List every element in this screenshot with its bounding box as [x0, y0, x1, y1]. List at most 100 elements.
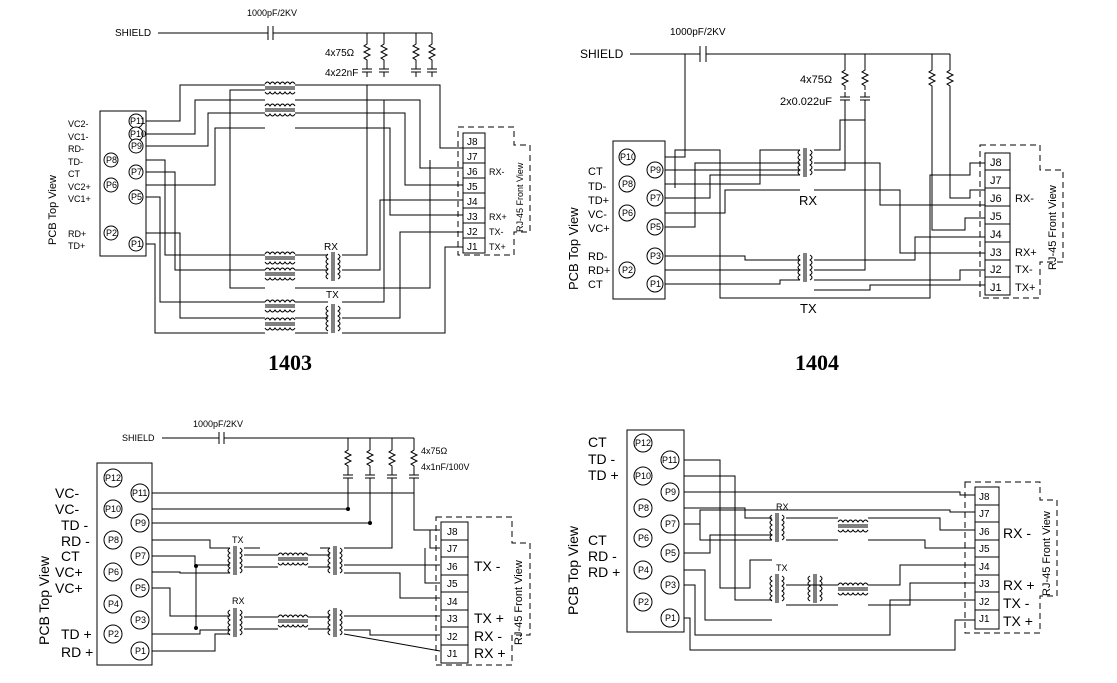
jack-label: J3 [979, 579, 990, 590]
label-ct: CT [61, 548, 80, 564]
pin-label: P3 [135, 615, 146, 625]
pin-label: P7 [131, 167, 142, 177]
jack-signal-label: TX + [474, 610, 504, 626]
pin [103, 152, 119, 168]
pin-label: P6 [108, 567, 119, 577]
jack-signal-label: TX- [489, 227, 504, 237]
pin-label: P7 [665, 519, 676, 529]
label-td-plus: TD + [61, 626, 92, 642]
jack-label: J2 [467, 227, 478, 238]
jack-label: J7 [990, 175, 1002, 187]
pin-label: P2 [106, 228, 117, 238]
jack-signal-label: RX - [474, 628, 502, 644]
jack-signal-label: RX- [489, 167, 505, 177]
label-rd-minus: RD- [588, 251, 608, 263]
pin-label: P8 [106, 155, 117, 165]
part-number-1404: 1404 [795, 350, 839, 375]
capacitor-array-label: 4x1nF/100V [421, 462, 470, 472]
left-signal-labels: CT TD - TD + CT RD - RD + [588, 434, 620, 580]
jack-signal-label: TX+ [489, 242, 506, 252]
pin [128, 189, 144, 205]
label-ct: CT [68, 169, 80, 179]
diagram-bottom-left: 1000pF/2KV SHIELD 4x75Ω 4x1nF/100V TX RX… [36, 419, 531, 666]
label-ct: CT [588, 532, 607, 548]
capacitor-label: 1000pF/2KV [670, 27, 726, 38]
part-number-1403: 1403 [268, 350, 312, 375]
jack-label: J5 [467, 182, 478, 193]
pin-label: P9 [135, 518, 146, 528]
label-td-minus: TD- [588, 181, 607, 193]
jack-signal-label: RX+ [1015, 247, 1037, 259]
label-td-minus: TD - [588, 451, 616, 467]
left-signal-labels: CT TD- TD+ VC- VC+ RD- RD+ CT [588, 166, 610, 291]
resistor-label: 4x75Ω [325, 48, 355, 59]
pin-label: P4 [108, 599, 119, 609]
label-rd-plus: RD + [61, 644, 93, 660]
jack-label: J3 [447, 614, 458, 625]
pcb-top-view-label: PCB Top View [47, 175, 59, 245]
jack-signal-label: RX - [1003, 525, 1031, 541]
jack-signal-label: TX+ [1015, 282, 1035, 294]
label-vc-minus: VC- [55, 501, 79, 517]
rx-label: RX [232, 596, 245, 606]
pin-label: P5 [131, 192, 142, 202]
rj45-jacks: J8 J7 J6 J5 J4 J3 J2 J1 [440, 521, 469, 664]
jack-label: J3 [467, 212, 478, 223]
pin-label: P9 [131, 141, 142, 151]
jack-label: J7 [447, 544, 458, 555]
pin-label: P12 [105, 473, 121, 483]
jack-label: J8 [467, 137, 478, 148]
pin-label: P8 [108, 535, 119, 545]
shield-label: SHIELD [580, 47, 624, 61]
jack-label: J8 [990, 157, 1002, 169]
diagram-1404: 1000pF/2KV SHIELD 4x75Ω 2x0.022uF RX TX … [566, 27, 1064, 375]
label-vc1-minus: VC1- [68, 132, 89, 142]
label-td-plus: TD+ [68, 241, 85, 251]
jack-label: J8 [979, 492, 990, 503]
resistor-label: 4x75Ω [421, 446, 448, 456]
pin-label: P10 [130, 129, 146, 139]
pin-label: P6 [106, 180, 117, 190]
tx-label: TX [326, 290, 339, 301]
jack-label: J3 [990, 247, 1002, 259]
jack-label: J6 [447, 562, 458, 573]
label-vc2-plus: VC2+ [68, 182, 91, 192]
jack-label: J4 [990, 229, 1002, 241]
pin-label: P5 [665, 548, 676, 558]
pin [128, 164, 144, 180]
jack-signal-label: TX - [474, 558, 501, 574]
label-rd-minus: RD - [61, 533, 90, 549]
rj45-outline [979, 144, 1064, 299]
jack-signal-label: TX - [1003, 595, 1030, 611]
rj45-front-view-label: RJ-45 Front View [1047, 185, 1059, 270]
pin-label: P7 [135, 551, 146, 561]
pin-label: P8 [638, 503, 649, 513]
jack-signal-label: RX + [474, 645, 506, 661]
rx-label: RX [324, 242, 338, 253]
pin-label: P1 [650, 279, 661, 289]
pin-label: P12 [635, 438, 651, 448]
label-ct: CT [588, 166, 603, 178]
label-vc-plus: VC+ [55, 580, 83, 596]
jack-label: J2 [979, 597, 990, 608]
pin-label: P10 [105, 504, 121, 514]
left-signal-labels: VC- VC- TD - RD - CT VC+ VC+ TD + RD + [55, 485, 93, 660]
diagram-1403: 1000pF/2KV SHIELD 4x75Ω 4x22nF RX TX PCB… [47, 8, 531, 375]
pin [128, 236, 144, 252]
label-td-plus: TD + [588, 467, 619, 483]
jack-label: J2 [447, 632, 458, 643]
jack-label: J5 [979, 544, 990, 555]
pin-label: P11 [132, 488, 147, 498]
pin-label: P2 [108, 629, 119, 639]
jack-label: J4 [447, 597, 458, 608]
tx-label: TX [232, 535, 244, 545]
pin-label: P5 [135, 583, 146, 593]
jack-label: J1 [979, 614, 990, 625]
pin-label: P1 [135, 646, 146, 656]
jack-label: J1 [467, 242, 478, 253]
shield-label: SHIELD [122, 433, 155, 443]
capacitor-array-label: 2x0.022uF [780, 96, 832, 108]
label-ct: CT [588, 434, 607, 450]
jack-signal-label: RX- [1015, 193, 1034, 205]
